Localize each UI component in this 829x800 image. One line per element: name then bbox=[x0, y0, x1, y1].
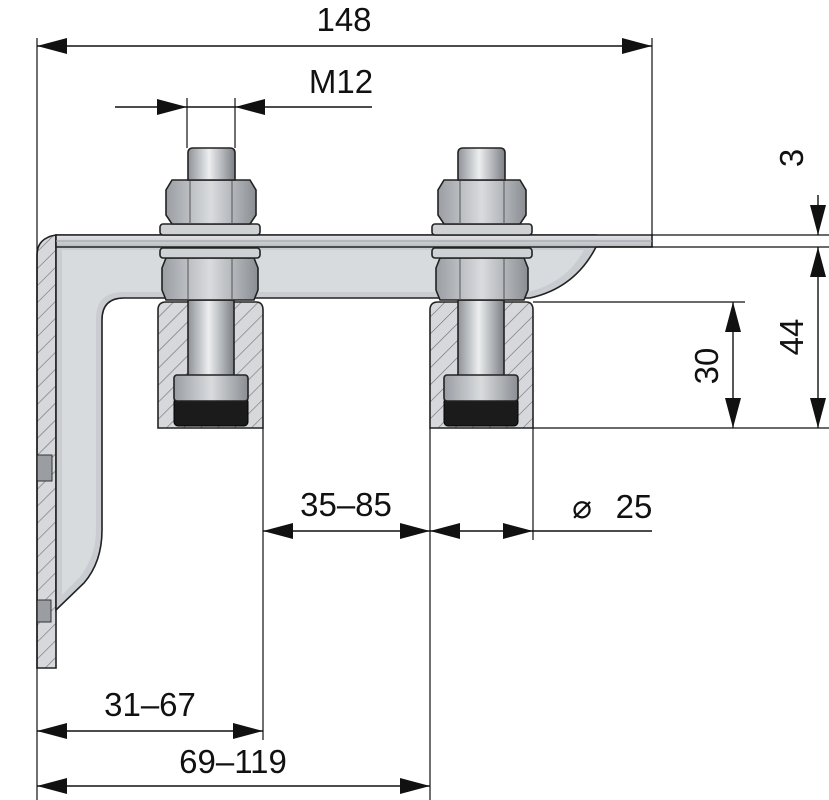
dimension-labels: 148 M12 3 44 30 35–85 ⌀ 25 31–67 69–119 bbox=[104, 1, 810, 780]
label-roller-height: 30 bbox=[688, 348, 725, 385]
label-outer-offset: 69–119 bbox=[179, 743, 287, 780]
washer-lower-right bbox=[431, 247, 533, 259]
bolt-thread-right bbox=[457, 147, 506, 181]
arrow-inner-right bbox=[233, 723, 263, 739]
arrow-overall-right bbox=[622, 38, 652, 54]
bracket-slot bbox=[36, 454, 53, 482]
bolt-collar-left bbox=[173, 374, 249, 402]
washer-lower-left bbox=[159, 247, 261, 259]
label-plate-thickness: 3 bbox=[773, 149, 810, 167]
arrow-bracket-bottom bbox=[810, 398, 826, 428]
nut-upper-left bbox=[165, 179, 257, 225]
diameter-symbol: ⌀ bbox=[572, 488, 592, 525]
roller-assembly-right bbox=[429, 147, 534, 429]
arrow-inner-left bbox=[37, 723, 67, 739]
nut-lower-right bbox=[435, 257, 529, 301]
nut-lower-left bbox=[161, 257, 259, 301]
bolt-thread-left bbox=[187, 147, 236, 181]
dimension-lines bbox=[37, 38, 826, 794]
roller-rubber-right bbox=[443, 397, 519, 427]
label-thread: M12 bbox=[309, 63, 373, 100]
washer-upper-right bbox=[431, 223, 533, 236]
label-bracket-height: 44 bbox=[773, 319, 810, 356]
bolt-shank-left bbox=[187, 299, 235, 381]
bolt-collar-right bbox=[443, 374, 519, 402]
bracket bbox=[36, 234, 653, 669]
roller-assembly-left bbox=[157, 147, 264, 429]
bolt-shank-right bbox=[457, 299, 505, 381]
arrow-outer-left bbox=[37, 778, 67, 794]
extension-lines bbox=[36, 38, 829, 800]
arrow-roller-height-top bbox=[725, 302, 741, 332]
bracket-inner-face bbox=[62, 250, 584, 595]
arrow-overall-left bbox=[37, 38, 67, 54]
label-roller-diameter: 25 bbox=[616, 488, 653, 525]
arrow-roller-height-bottom bbox=[725, 398, 741, 428]
label-overall-width: 148 bbox=[316, 1, 371, 38]
washer-upper-left bbox=[159, 223, 261, 236]
arrow-outer-right bbox=[400, 778, 430, 794]
bracket-slot-lower bbox=[36, 599, 52, 623]
nut-upper-right bbox=[437, 179, 527, 225]
arrow-spacing-left bbox=[263, 523, 293, 539]
arrow-plate-top bbox=[810, 205, 826, 235]
arrow-thread-left bbox=[157, 99, 187, 115]
arrow-diameter-left bbox=[430, 523, 460, 539]
label-inner-offset: 31–67 bbox=[104, 686, 196, 723]
arrow-spacing-right bbox=[400, 523, 430, 539]
arrow-thread-right bbox=[235, 99, 265, 115]
arrow-diameter-right bbox=[503, 523, 533, 539]
label-roller-spacing: 35–85 bbox=[300, 486, 392, 523]
roller-rubber-left bbox=[173, 397, 249, 427]
